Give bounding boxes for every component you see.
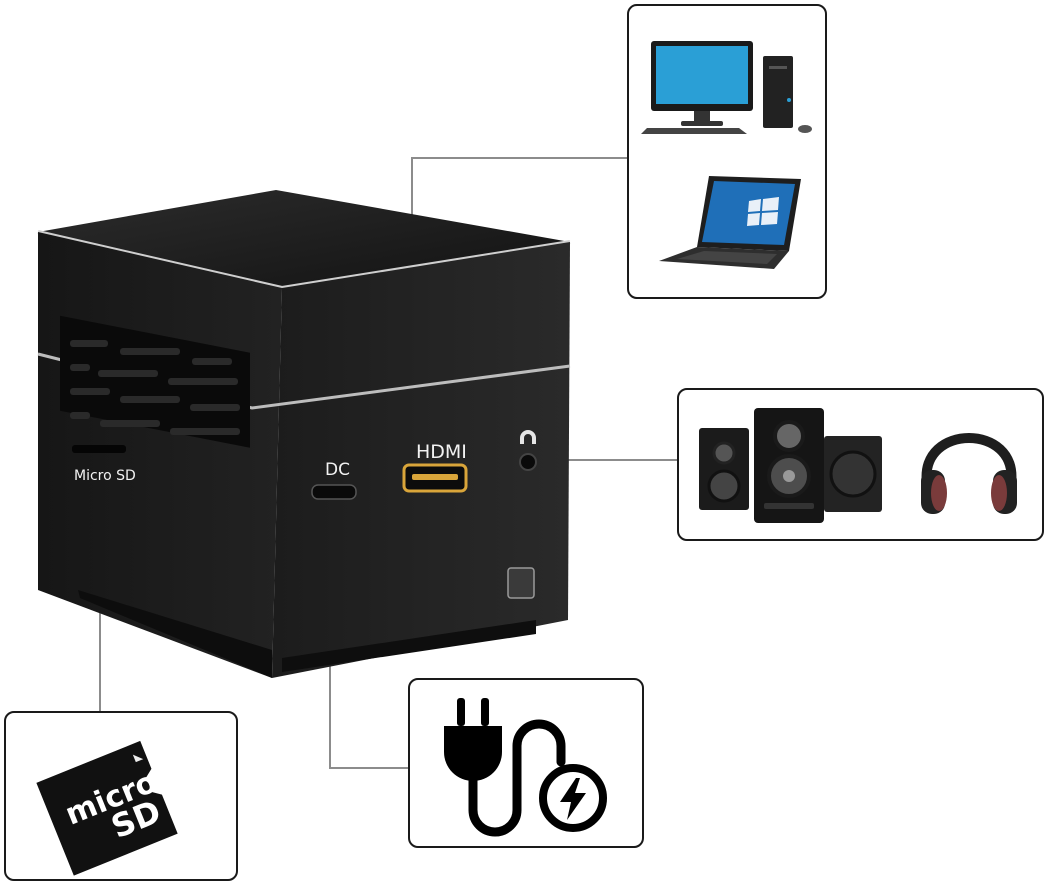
dc-port <box>311 484 357 500</box>
device-top-face <box>38 190 570 288</box>
device-bottom-vent <box>78 590 272 678</box>
mini-pc-device: Micro SD DC HDMI <box>37 190 571 678</box>
power-plug-cable-icon <box>444 698 607 837</box>
microsd-panel: micro SD <box>4 711 238 881</box>
dc-port-label: DC <box>325 460 350 480</box>
microsd-slot <box>72 445 126 453</box>
desktop-computer-icon <box>641 41 812 134</box>
speakers-icon <box>699 408 882 523</box>
microsd-port-label: Micro SD <box>74 468 136 484</box>
audio-jack <box>519 453 537 471</box>
headphones-icon <box>921 433 1017 514</box>
hdmi-port-label: HDMI <box>416 441 467 463</box>
headphone-jack-icon <box>520 430 536 444</box>
device-left-face <box>38 232 282 678</box>
laptop-icon <box>659 176 801 269</box>
microsd-card-icon: micro SD <box>36 740 178 876</box>
device-front-face <box>272 242 570 678</box>
reset-button <box>507 567 535 599</box>
side-vent-grille <box>60 315 250 448</box>
audio-panel <box>677 388 1044 541</box>
power-panel <box>408 678 644 848</box>
computers-panel <box>627 4 827 299</box>
